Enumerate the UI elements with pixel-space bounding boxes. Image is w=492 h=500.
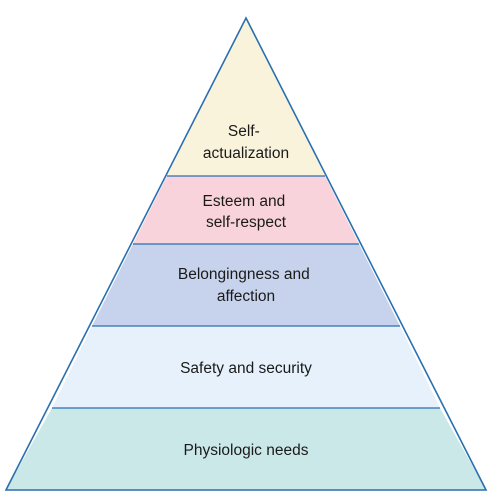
- label-physiologic: Physiologic needs: [184, 442, 309, 459]
- tier-self-actualization: [167, 18, 325, 176]
- label-line: affection: [217, 288, 275, 305]
- label-belongingness: Belongingness and affection: [178, 266, 314, 305]
- label-line: actualization: [203, 145, 289, 162]
- label-line: Physiologic needs: [184, 442, 309, 459]
- label-line: Esteem and: [202, 193, 285, 210]
- tier-safety: [52, 326, 440, 408]
- tier-belongingness: [92, 244, 400, 326]
- label-line: Safety and security: [180, 360, 312, 377]
- label-line: Self-: [228, 123, 260, 140]
- label-line: Belongingness and: [178, 266, 310, 283]
- label-esteem: Esteem and self-respect: [202, 193, 289, 231]
- tier-physiologic: [6, 408, 486, 490]
- tier-esteem: [133, 176, 359, 244]
- pyramid-outline: [4, 16, 488, 491]
- label-line: self-respect: [206, 214, 287, 231]
- label-safety: Safety and security: [180, 360, 312, 377]
- label-self-actualization: Self- actualization: [203, 123, 289, 162]
